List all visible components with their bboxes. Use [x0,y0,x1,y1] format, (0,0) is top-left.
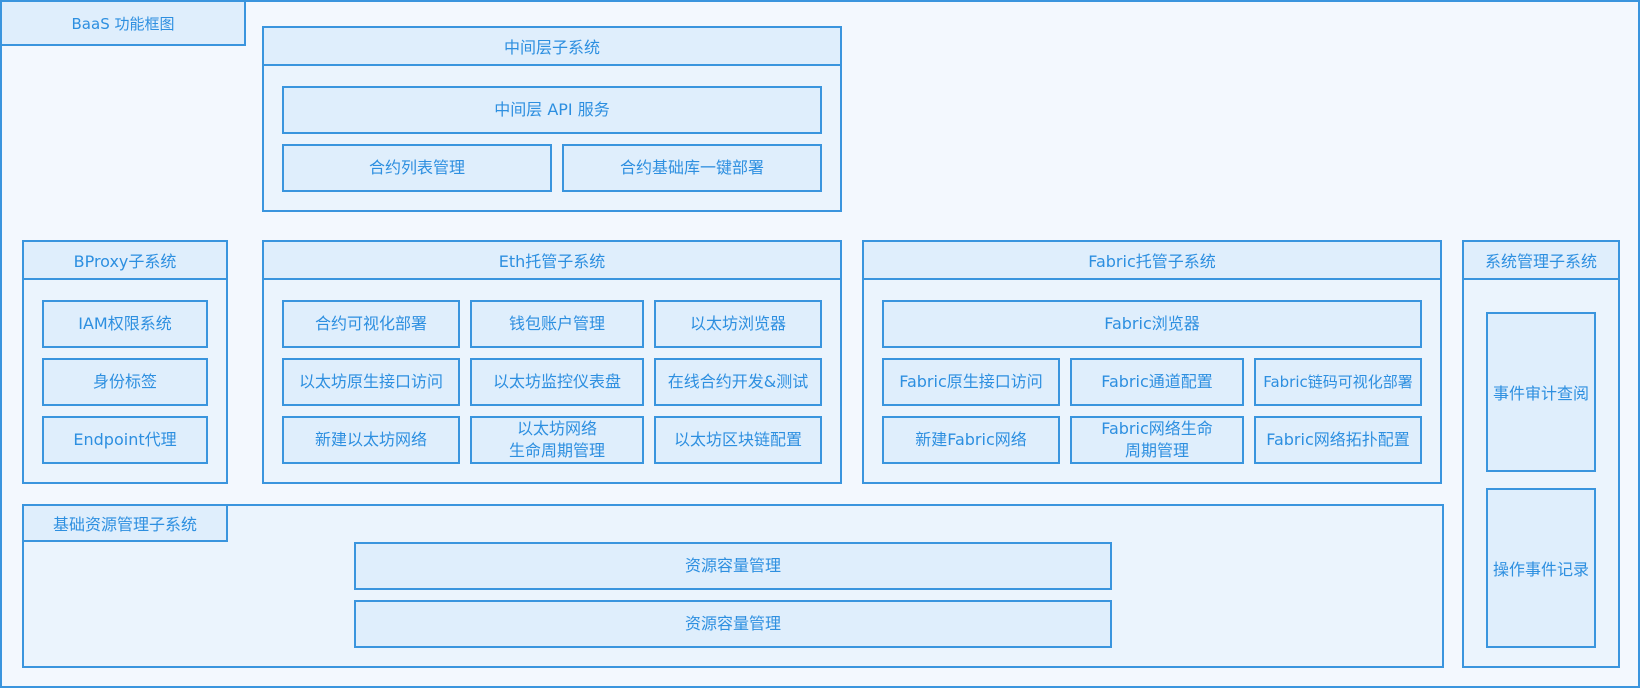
eth-item: 在线合约开发&测试 [654,358,822,406]
bproxy-item-iam: IAM权限系统 [42,300,208,348]
eth-item: 钱包账户管理 [470,300,644,348]
fabric-item: Fabric网络拓扑配置 [1254,416,1422,464]
eth-item: 新建以太坊网络 [282,416,460,464]
bproxy-item-identity-tag: 身份标签 [42,358,208,406]
operation-event-log: 操作事件记录 [1486,488,1596,648]
contract-library-deploy: 合约基础库一键部署 [562,144,822,192]
resource-capacity-management: 资源容量管理 [354,600,1112,648]
bproxy-item-endpoint-proxy: Endpoint代理 [42,416,208,464]
resource-capacity-management: 资源容量管理 [354,542,1112,590]
fabric-item: Fabric链码可视化部署 [1254,358,1422,406]
event-audit-review: 事件审计查阅 [1486,312,1596,472]
fabric-browser: Fabric浏览器 [882,300,1422,348]
eth-title: Eth托管子系统 [264,242,840,280]
eth-item: 以太坊浏览器 [654,300,822,348]
eth-item: 以太坊监控仪表盘 [470,358,644,406]
fabric-item: 新建Fabric网络 [882,416,1060,464]
eth-item: 以太坊网络 生命周期管理 [470,416,644,464]
middle-api-service: 中间层 API 服务 [282,86,822,134]
fabric-item: Fabric网络生命 周期管理 [1070,416,1244,464]
eth-item: 合约可视化部署 [282,300,460,348]
system-management-title: 系统管理子系统 [1464,242,1618,280]
infra-resource-title: 基础资源管理子系统 [22,504,228,542]
eth-item: 以太坊区块链配置 [654,416,822,464]
eth-item: 以太坊原生接口访问 [282,358,460,406]
contract-list-management: 合约列表管理 [282,144,552,192]
fabric-title: Fabric托管子系统 [864,242,1440,280]
bproxy-title: BProxy子系统 [24,242,226,280]
fabric-item: Fabric原生接口访问 [882,358,1060,406]
middle-layer-title: 中间层子系统 [264,28,840,66]
diagram-title: BaaS 功能框图 [0,0,246,46]
fabric-item: Fabric通道配置 [1070,358,1244,406]
